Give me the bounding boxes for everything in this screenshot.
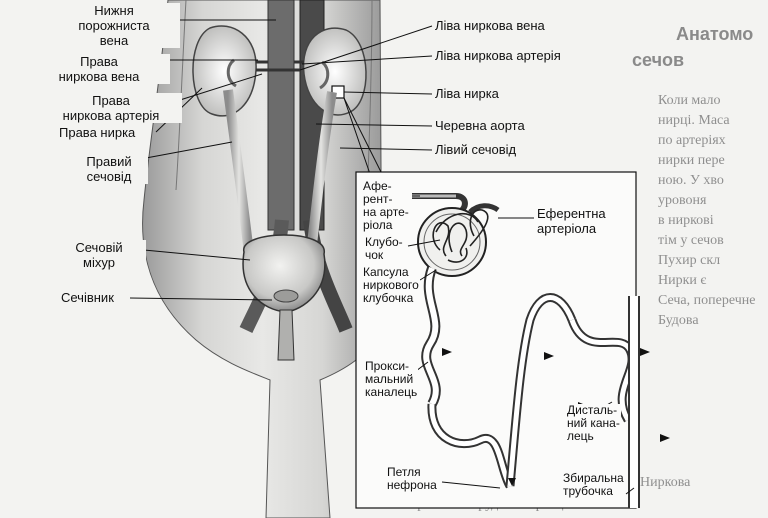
- label-urethra: Сечівник: [60, 290, 115, 305]
- bladder-shape: [242, 234, 326, 361]
- label-right-ureter: Правий сечовід: [70, 154, 148, 184]
- label-left-renal-vein: Ліва ниркова вена: [434, 18, 546, 33]
- label-loop-of-henle: Петля нефрона: [386, 465, 438, 492]
- label-left-kidney: Ліва нирка: [434, 86, 500, 101]
- label-distal-tubule: Дисталь- ний кана- лець: [566, 403, 621, 443]
- label-proximal-tubule: Прокси- мальний каналець: [364, 359, 419, 399]
- label-glomerulus: Клубо- чок: [364, 235, 404, 262]
- label-abdominal-aorta: Черевна аорта: [434, 118, 526, 133]
- label-glomerular-capsule: Капсула ниркового клубочка: [362, 265, 420, 305]
- right-kidney-shape: [192, 25, 300, 117]
- label-collecting-duct: Збиральна трубочка: [562, 471, 625, 498]
- label-efferent-arteriole: Еферентна артеріола: [536, 206, 607, 236]
- label-right-renal-artery: Права ниркова артерія: [40, 93, 182, 123]
- label-afferent-arteriole: Афе- рент- на арте- ріола: [362, 180, 412, 232]
- label-bladder: Сечовій міхур: [52, 240, 146, 270]
- label-right-kidney: Права нирка: [58, 125, 137, 140]
- label-right-renal-vein: Права ниркова вена: [28, 54, 170, 84]
- label-inferior-vena-cava: Нижня порожниста вена: [48, 3, 180, 48]
- label-left-renal-artery: Ліва ниркова артерія: [434, 48, 562, 63]
- label-left-ureter: Лівий сечовід: [434, 142, 518, 157]
